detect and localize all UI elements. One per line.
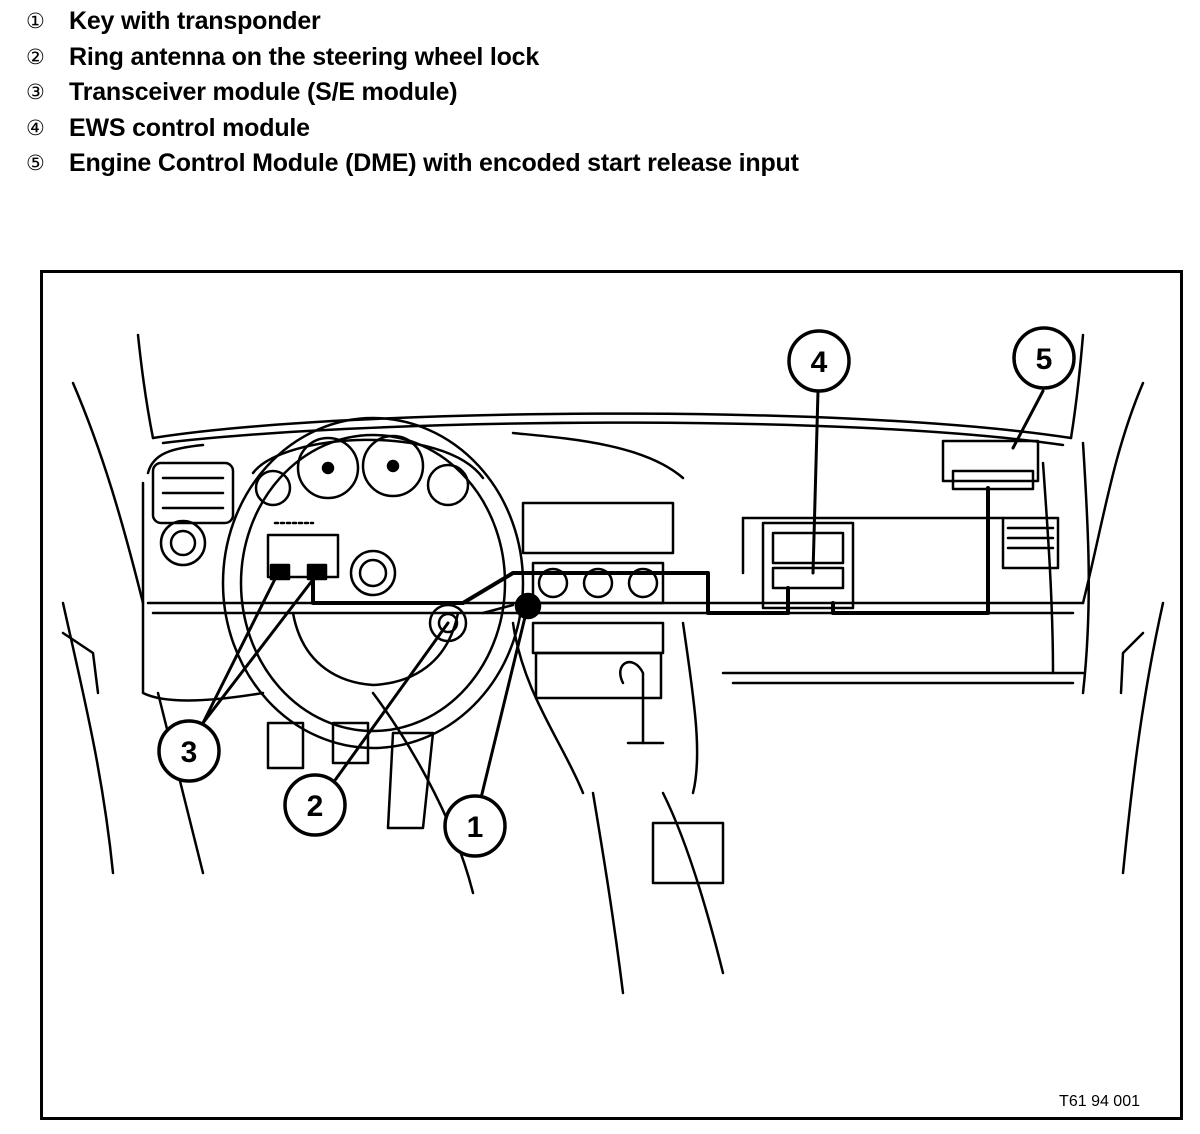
callout-1: 1 [443,794,507,858]
left-air-vent [151,461,235,567]
callout-2-label: 2 [307,790,324,823]
dashboard-illustration-frame: 4 5 3 2 1 T61 94 001 [40,270,1183,1120]
callout-5-label: 5 [1036,343,1053,376]
callout-3-label: 3 [181,736,198,769]
instrument-cluster [251,434,485,507]
callout-1-label: 1 [467,811,484,844]
legend-marker: ⑤ [26,152,45,176]
legend-label: Ring antenna on the steering wheel lock [69,42,540,71]
legend-label: Transceiver module (S/E module) [69,78,458,107]
ignition-lock [428,592,542,643]
legend-label: EWS control module [69,113,310,142]
windshield-outline [71,333,1145,605]
legend-label: Engine Control Module (DME) with encoded… [69,149,799,178]
legend-marker: ① [26,10,45,34]
callout-3: 3 [157,719,221,783]
ews-control-module [741,516,1005,610]
transceiver-module [266,521,340,581]
legend-list: ① Key with transponder ② Ring antenna on… [26,4,799,182]
legend-item-5: ⑤ Engine Control Module (DME) with encod… [26,146,799,182]
door-panels [61,601,1165,875]
engine-control-module [941,439,1040,491]
right-air-vent [1001,516,1060,570]
callout-2: 2 [283,773,347,837]
dashboard-illustration: 4 5 3 2 1 [61,326,1165,995]
legend-marker: ③ [26,81,45,105]
legend-item-3: ③ Transceiver module (S/E module) [26,75,799,111]
legend-marker: ④ [26,116,45,140]
callout-4-label: 4 [811,346,828,379]
callout-5: 5 [1012,326,1076,390]
legend-item-4: ④ EWS control module [26,111,799,147]
callout-4: 4 [787,329,851,393]
callout-leaders [201,389,1045,800]
legend-item-1: ① Key with transponder [26,4,799,40]
legend-label: Key with transponder [69,7,321,36]
gear-shifter [591,661,725,995]
steering-wheel [221,416,525,750]
figure-reference: T61 94 001 [1059,1093,1140,1110]
legend-marker: ② [26,45,45,69]
legend-item-2: ② Ring antenna on the steering wheel loc… [26,40,799,76]
